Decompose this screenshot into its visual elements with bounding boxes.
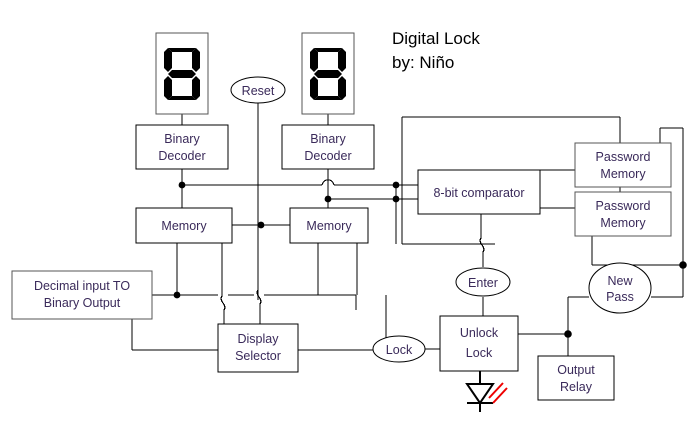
- binary-decoder-right-box[interactable]: Binary Decoder: [281, 124, 375, 170]
- junction-right-rail: [679, 261, 687, 269]
- comparator-label: 8-bit comparator: [433, 186, 524, 200]
- reset-label: Reset: [242, 84, 275, 98]
- memory-left-label: Memory: [161, 219, 207, 233]
- enter-label: Enter: [468, 276, 498, 290]
- password-memory-top-label-1: Password: [596, 150, 651, 164]
- decimal-to-binary-label-2: Binary Output: [44, 296, 121, 310]
- output-relay-label-1: Output: [557, 363, 595, 377]
- password-memory-bottom-label-2: Memory: [600, 216, 646, 230]
- binary-decoder-right-label-1: Binary: [310, 132, 346, 146]
- display-selector-label-1: Display: [238, 332, 280, 346]
- wire-hop-reset: [256, 289, 262, 305]
- binary-decoder-left-box[interactable]: Binary Decoder: [135, 124, 229, 170]
- unlock-lock-label-2: Lock: [466, 346, 493, 360]
- memory-right-label: Memory: [306, 219, 352, 233]
- binary-decoder-left-label-1: Binary: [164, 132, 200, 146]
- new-pass-label-2: Pass: [606, 290, 634, 304]
- password-memory-top-label-2: Memory: [600, 167, 646, 181]
- reset-terminal[interactable]: Reset: [230, 76, 286, 104]
- led-icon: [465, 382, 508, 412]
- decimal-to-binary-box[interactable]: Decimal input TO Binary Output: [11, 270, 153, 320]
- seven-segment-display-left: [155, 32, 209, 115]
- output-relay-box[interactable]: Output Relay: [537, 355, 615, 401]
- binary-decoder-left-label-2: Decoder: [158, 149, 205, 163]
- password-memory-bottom-box[interactable]: Password Memory: [574, 191, 672, 237]
- seven-segment-display-right: [301, 32, 355, 115]
- decimal-to-binary-label-1: Decimal input TO: [34, 279, 130, 293]
- unlock-lock-label-1: Unlock: [460, 326, 499, 340]
- new-pass-terminal[interactable]: New Pass: [588, 262, 652, 314]
- new-pass-label-1: New: [607, 274, 633, 288]
- junction-unlock-relay: [564, 330, 572, 338]
- display-selector-label-2: Selector: [235, 349, 281, 363]
- unlock-lock-box[interactable]: Unlock Lock: [439, 315, 519, 372]
- memory-left-box[interactable]: Memory: [135, 207, 233, 244]
- output-relay-label-2: Relay: [560, 380, 593, 394]
- junction-bus-b-decoder-right: [324, 195, 332, 203]
- binary-decoder-right-label-2: Decoder: [304, 149, 351, 163]
- password-memory-top-box[interactable]: Password Memory: [574, 142, 672, 188]
- comparator-box[interactable]: 8-bit comparator: [417, 169, 541, 215]
- memory-right-box[interactable]: Memory: [289, 207, 369, 244]
- lock-label: Lock: [386, 343, 413, 357]
- junction-decimal-memory-left: [173, 291, 181, 299]
- junction-bus-a-decoder-left: [178, 181, 186, 189]
- junction-dots: [173, 181, 687, 338]
- display-selector-box[interactable]: Display Selector: [217, 323, 299, 373]
- junction-memory-link: [257, 221, 265, 229]
- wire-hop-ml2: [220, 295, 226, 311]
- password-memory-bottom-label-1: Password: [596, 199, 651, 213]
- diagram-title-line-2: by: Niño: [392, 53, 454, 72]
- diagram-title-line-1: Digital Lock: [392, 29, 480, 48]
- junction-bus-a-riser: [392, 181, 400, 189]
- junction-bus-b-riser: [392, 195, 400, 203]
- lock-terminal[interactable]: Lock: [372, 335, 426, 363]
- wire-hop-enter: [479, 237, 485, 253]
- enter-terminal[interactable]: Enter: [455, 267, 511, 297]
